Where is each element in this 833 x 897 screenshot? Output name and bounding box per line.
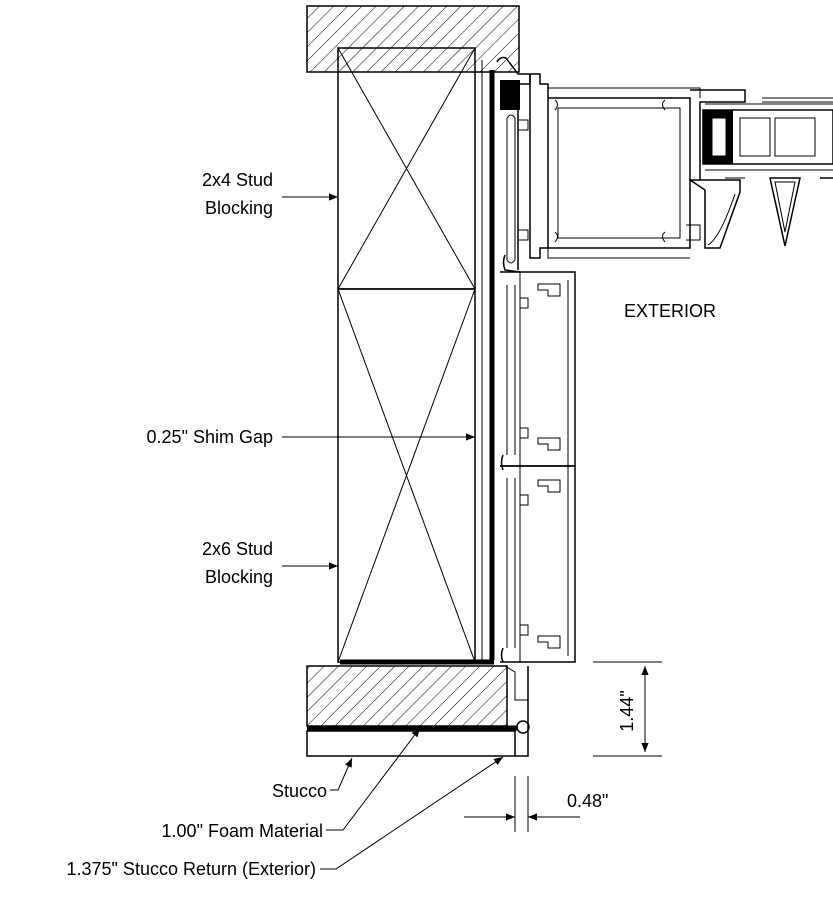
- window-frame-extrusion: [496, 56, 833, 273]
- stud-2x4-blocking: [337, 47, 476, 290]
- stucco-layer: [306, 666, 529, 757]
- dimension-horizontal: 0.48": [464, 776, 608, 832]
- label-stud-2x6-line2: Blocking: [205, 567, 273, 587]
- foam-block: [306, 665, 530, 734]
- callout-stucco-return: 1.375" Stucco Return (Exterior): [67, 756, 504, 879]
- dimension-vertical: 1.44": [593, 661, 662, 757]
- label-exterior: EXTERIOR: [624, 301, 716, 321]
- label-foam: 1.00" Foam Material: [162, 821, 323, 841]
- label-shim-gap: 0.25" Shim Gap: [147, 427, 273, 447]
- callout-shim-gap: 0.25" Shim Gap: [147, 427, 475, 447]
- callout-foam: 1.00" Foam Material: [162, 727, 421, 841]
- callout-stucco: Stucco: [272, 757, 353, 801]
- label-stucco-return: 1.375" Stucco Return (Exterior): [67, 859, 317, 879]
- label-stucco: Stucco: [272, 781, 327, 801]
- label-stud-2x4-line1: 2x4 Stud: [202, 170, 273, 190]
- dimension-vertical-label: 1.44": [617, 690, 637, 731]
- label-stud-2x4-line2: Blocking: [205, 198, 273, 218]
- shim-gap: [340, 60, 495, 665]
- label-stud-2x6-line1: 2x6 Stud: [202, 539, 273, 559]
- stud-2x6-blocking: [337, 288, 476, 663]
- callout-stud-2x6: 2x6 Stud Blocking: [202, 539, 338, 587]
- top-header-block: [306, 5, 520, 73]
- dimension-horizontal-label: 0.48": [567, 791, 608, 811]
- mulled-frame-extrusions: [500, 271, 576, 663]
- callout-stud-2x4: 2x4 Stud Blocking: [202, 170, 338, 218]
